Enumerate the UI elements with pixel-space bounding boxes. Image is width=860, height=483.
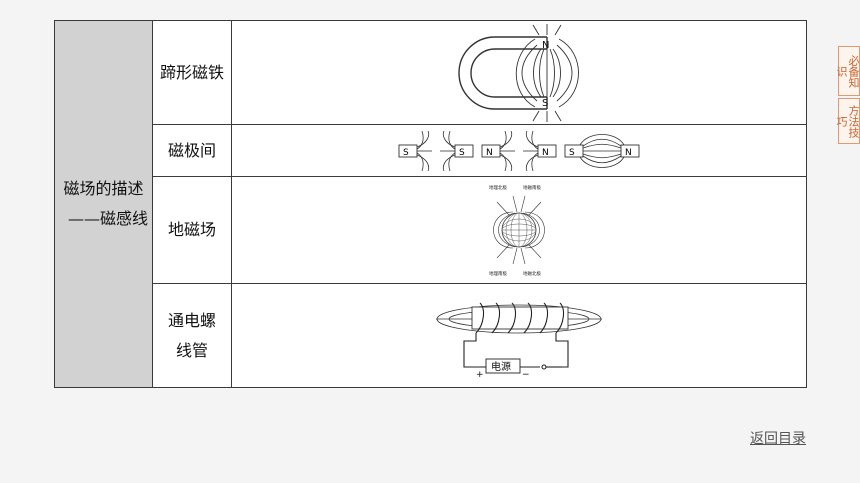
side-tab-essential-knowledge[interactable]: 必备知识: [835, 46, 860, 96]
solenoid-label-line1: 通电螺: [167, 310, 216, 330]
pole-s-label: S: [542, 98, 548, 109]
poles-figure-cell: S S N N: [231, 124, 807, 177]
horseshoe-magnet-figure: N S: [451, 22, 587, 123]
pair3-left-pole: S: [569, 148, 575, 158]
geo-north-label: 地理北极: [489, 184, 507, 191]
category-line1: 磁场的描述: [63, 179, 144, 198]
category-cell: 磁场的描述 ——磁感线: [54, 20, 153, 388]
magnetic-field-table: 磁场的描述 ——磁感线 蹄形磁铁: [54, 20, 807, 388]
row-label-earth: 地磁场: [152, 176, 232, 284]
row-label-horseshoe: 蹄形磁铁: [152, 20, 232, 125]
horseshoe-figure-cell: N S: [231, 20, 807, 125]
earth-magnetic-field-figure: 地理北极 地磁南极: [487, 182, 551, 278]
back-to-contents-link[interactable]: 返回目录: [750, 431, 806, 447]
magnetic-poles-figure: S S N N: [398, 130, 640, 171]
row-label-poles: 磁极间: [152, 124, 232, 177]
pair2-right-pole: N: [542, 148, 549, 158]
pair1-left-pole: S: [403, 148, 409, 158]
row-label-solenoid: 通电螺 线管: [152, 283, 232, 388]
pole-n-label: N: [542, 40, 549, 51]
mag-south-label: 地磁南极: [523, 184, 541, 191]
pair3-right-pole: N: [625, 148, 632, 158]
mag-north-label: 地磁北极: [523, 270, 541, 277]
geo-south-label: 地理南极: [489, 270, 507, 277]
pair2-left-pole: N: [486, 148, 493, 158]
solenoid-label-line2: 线管: [175, 340, 208, 360]
side-tab-method-skills[interactable]: 方法技巧: [835, 98, 860, 144]
earth-figure-cell: 地理北极 地磁南极: [231, 176, 807, 284]
solenoid-figure-cell: 电源 + −: [231, 283, 807, 388]
plus-sign: +: [476, 370, 484, 377]
minus-sign: −: [522, 370, 530, 377]
category-line2: ——磁感线: [67, 209, 148, 228]
pair1-right-pole: S: [459, 148, 465, 158]
solenoid-figure: 电源 + −: [436, 294, 602, 377]
power-source-label: 电源: [491, 360, 511, 373]
